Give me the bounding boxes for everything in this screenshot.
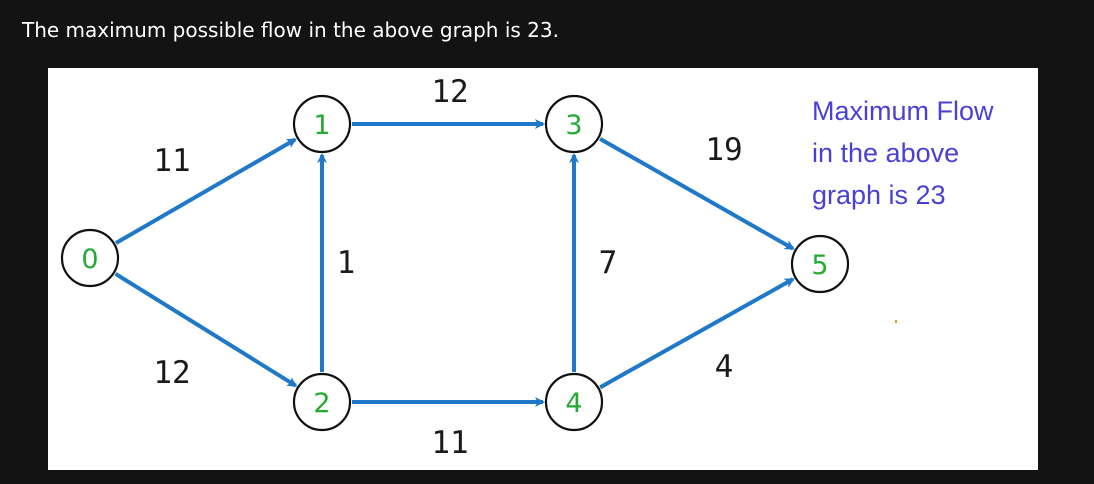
note-line-3: graph is 23 <box>812 180 946 210</box>
stray-mark <box>895 320 897 323</box>
node-circle-2 <box>292 372 352 432</box>
node-circle-5 <box>790 234 850 294</box>
edge-3-to-5 <box>599 137 795 251</box>
node-circle-4 <box>544 372 604 432</box>
edge-capacity-2-to-1: 1 <box>337 245 356 281</box>
node-4: 4 <box>544 372 604 432</box>
node-circle-3 <box>544 94 604 154</box>
node-circle-0 <box>60 228 120 288</box>
edge-0-to-1 <box>114 137 297 245</box>
edge-0-to-2 <box>114 272 298 388</box>
node-2: 2 <box>292 372 352 432</box>
edge-capacity-1-to-3: 12 <box>431 74 468 110</box>
node-0: 0 <box>60 228 120 288</box>
note-line-1: Maximum Flow <box>812 96 994 126</box>
edge-4-to-5 <box>599 277 795 390</box>
edge-capacity-0-to-1: 11 <box>153 143 190 179</box>
max-flow-note: Maximum Flow in the above graph is 23 <box>812 90 994 216</box>
edges-layer <box>114 119 795 407</box>
edge-capacity-0-to-2: 12 <box>153 355 190 391</box>
node-5: 5 <box>790 234 850 294</box>
edge-capacity-4-to-3: 7 <box>599 245 618 281</box>
node-label-3: 3 <box>565 110 582 141</box>
node-label-4: 4 <box>565 388 582 419</box>
edge-capacity-4-to-5: 4 <box>715 349 734 385</box>
node-label-5: 5 <box>811 250 828 281</box>
note-line-2: in the above <box>812 138 960 168</box>
edge-capacity-2-to-4: 11 <box>431 425 468 461</box>
node-label-2: 2 <box>313 388 330 419</box>
node-label-0: 0 <box>81 244 98 275</box>
node-circle-1 <box>292 94 352 154</box>
node-label-1: 1 <box>313 110 330 141</box>
node-3: 3 <box>544 94 604 154</box>
edge-capacity-3-to-5: 19 <box>705 132 742 168</box>
caption-text: The maximum possible flow in the above g… <box>22 18 559 42</box>
node-1: 1 <box>292 94 352 154</box>
